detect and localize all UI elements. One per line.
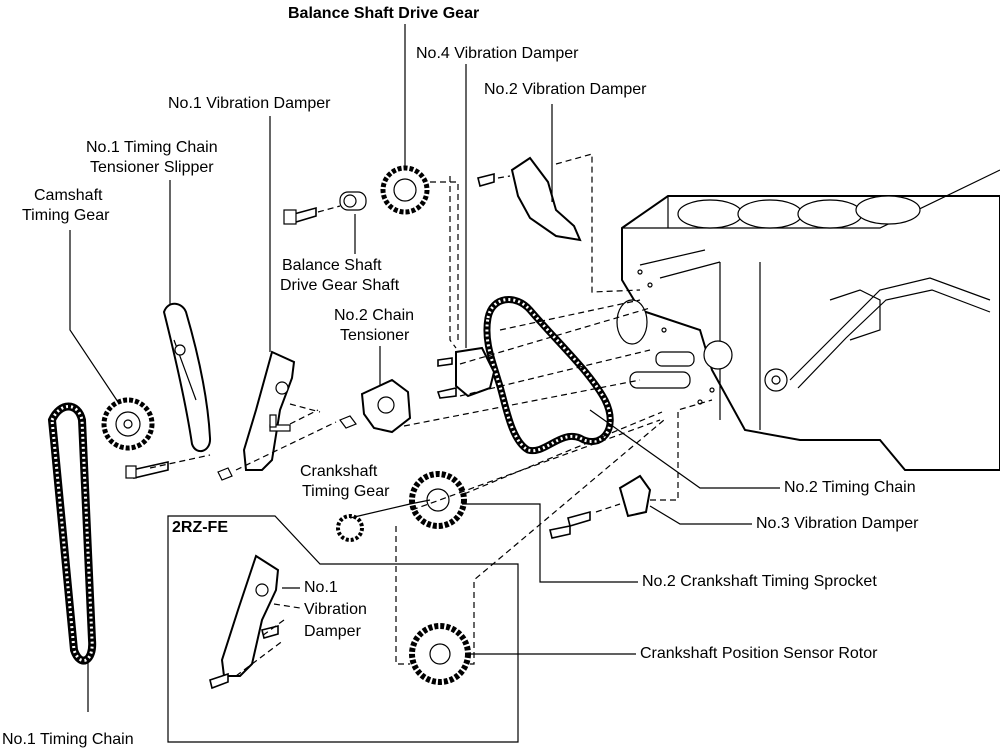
label-no1-vibration-damper: No.1 Vibration Damper [168,95,331,112]
inset-title: 2RZ-FE [172,519,228,536]
label-no1-timing-chain: No.1 Timing Chain [2,731,134,748]
label-crankshaft-timing-gear-1: Crankshaft [300,463,378,480]
no4-vibration-damper-shape [455,346,496,398]
label-no2-crankshaft-timing-sprocket: No.2 Crankshaft Timing Sprocket [642,573,877,590]
label-camshaft-timing-gear-2: Timing Gear [22,207,110,224]
assembly-dashed-lines [149,153,713,677]
label-no2-chain-tensioner-1: No.2 Chain [334,307,415,324]
gear-bolt-shape [283,206,317,225]
bolts-left [125,414,357,481]
crankshaft-position-sensor-rotor-shape [409,623,471,685]
inset-vibration-damper-shape [220,554,280,677]
balance-shaft-drive-gear-shape [380,165,430,215]
label-no3-vibration-damper: No.3 Vibration Damper [756,515,919,532]
no2-vibration-damper-shape [510,156,582,242]
label-crankshaft-position-sensor-rotor: Crankshaft Position Sensor Rotor [640,645,878,662]
label-no2-vibration-damper: No.2 Vibration Damper [484,81,647,98]
label-drive-gear-shaft-1: Balance Shaft [282,257,382,274]
label-inset-no1-3: Damper [304,623,361,640]
label-inset-no1-2: Vibration [304,601,367,618]
label-no1-tensioner-slipper-2: Tensioner Slipper [90,159,214,176]
label-drive-gear-shaft-2: Drive Gear Shaft [280,277,400,294]
inset-frame [167,515,519,743]
label-crankshaft-timing-gear-2: Timing Gear [302,483,390,500]
label-camshaft-timing-gear-1: Camshaft [34,187,103,204]
no1-vibration-damper-shape [242,350,296,471]
label-no2-chain-tensioner-2: Tensioner [340,327,410,344]
label-no1-tensioner-slipper-1: No.1 Timing Chain [86,139,218,156]
drive-gear-shaft-shape [339,191,367,211]
no1-tensioner-slipper-shape [162,302,212,453]
no3-vibration-damper-shape [618,474,652,518]
label-no4-vibration-damper: No.4 Vibration Damper [416,45,579,62]
label-no2-timing-chain: No.2 Timing Chain [784,479,916,496]
engine-block [616,169,1000,471]
no2-crankshaft-timing-sprocket-shape [409,471,467,529]
leader-lines [69,24,780,712]
label-inset-no1-1: No.1 [304,579,338,596]
label-balance-shaft-drive-gear: Balance Shaft Drive Gear [288,5,480,22]
camshaft-timing-gear-shape [101,397,155,451]
crankshaft-timing-gear-shape [336,514,364,542]
